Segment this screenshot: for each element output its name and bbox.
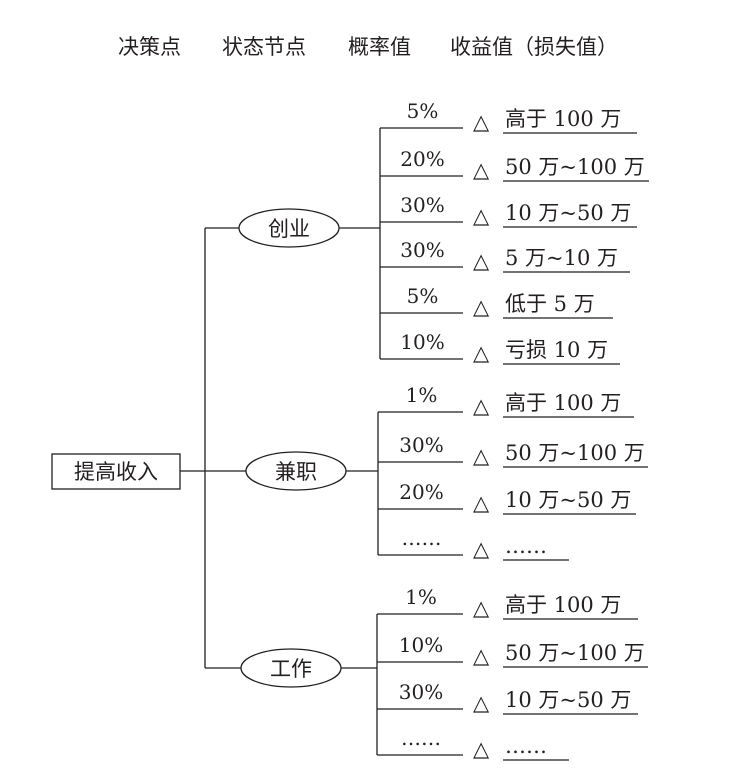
- outcome-triangle-icon: △: [473, 491, 490, 515]
- branch-2-outcomes: 1% △ 高于 100 万 30% △ 50 万~100 万 20% △ 10 万~50 万 ………: [377, 383, 648, 561]
- probability-label: 10%: [399, 633, 443, 657]
- legend-state-node: 状态节点: [222, 35, 306, 59]
- payoff-value: 高于 100 万: [505, 593, 621, 617]
- state-node-branch-3: 工作: [240, 648, 377, 688]
- probability-label: 20%: [399, 480, 443, 504]
- probability-label: 5%: [407, 284, 439, 308]
- state-node-branch-2: 兼职: [245, 451, 378, 491]
- payoff-value: 亏损 10 万: [505, 338, 608, 362]
- payoff-value: 5 万~10 万: [505, 246, 618, 270]
- probability-label: 1%: [406, 383, 438, 407]
- probability-label: ……: [401, 726, 441, 750]
- payoff-value: 10 万~50 万: [505, 688, 631, 712]
- probability-label: 30%: [400, 238, 444, 262]
- probability-label: 30%: [399, 680, 443, 704]
- state-node-label: 工作: [270, 657, 312, 681]
- probability-label: 20%: [400, 147, 444, 171]
- payoff-value: 高于 100 万: [505, 391, 621, 415]
- trunk-connectors: [180, 227, 246, 669]
- branch-3-outcomes: 1% △ 高于 100 万 10% △ 50 万~100 万 30% △ 10 万~50 万 ………: [376, 585, 648, 761]
- payoff-value: 高于 100 万: [505, 107, 621, 131]
- branch-1-outcomes: 5% △ 高于 100 万 20% △ 50 万~100 万 30% △ 10 万~50 万 30…: [379, 99, 649, 365]
- probability-label: 30%: [400, 193, 444, 217]
- probability-label: 30%: [399, 433, 443, 457]
- outcome-triangle-icon: △: [473, 249, 490, 273]
- outcome-triangle-icon: △: [473, 158, 490, 182]
- state-node-label: 创业: [268, 217, 310, 241]
- outcome-triangle-icon: △: [473, 394, 490, 418]
- outcome-triangle-icon: △: [473, 295, 490, 319]
- outcome-triangle-icon: △: [473, 596, 490, 620]
- payoff-value: ……: [505, 734, 547, 758]
- outcome-triangle-icon: △: [473, 691, 490, 715]
- probability-label: ……: [402, 526, 442, 550]
- payoff-value: 50 万~100 万: [505, 155, 645, 179]
- legend-payoff: 收益值（损失值）: [450, 35, 618, 59]
- decision-node: 提高收入: [51, 453, 181, 490]
- decision-label: 提高收入: [74, 460, 158, 484]
- payoff-value: 低于 5 万: [505, 292, 595, 316]
- payoff-value: ……: [505, 534, 547, 558]
- outcome-triangle-icon: △: [473, 737, 490, 761]
- probability-label: 1%: [405, 585, 437, 609]
- probability-label: 5%: [407, 99, 439, 123]
- outcome-triangle-icon: △: [473, 444, 490, 468]
- payoff-value: 10 万~50 万: [505, 201, 631, 225]
- probability-label: 10%: [400, 330, 444, 354]
- outcome-triangle-icon: △: [473, 341, 490, 365]
- outcome-triangle-icon: △: [473, 110, 490, 134]
- outcome-triangle-icon: △: [473, 644, 490, 668]
- payoff-value: 50 万~100 万: [505, 641, 645, 665]
- state-node-label: 兼职: [275, 460, 317, 484]
- outcome-triangle-icon: △: [473, 204, 490, 228]
- payoff-value: 50 万~100 万: [505, 441, 645, 465]
- state-node-branch-1: 创业: [238, 208, 380, 248]
- legend-decision-point: 决策点: [118, 35, 181, 59]
- legend: 决策点 状态节点 概率值 收益值（损失值）: [118, 35, 618, 59]
- legend-probability: 概率值: [348, 35, 411, 59]
- outcome-triangle-icon: △: [473, 537, 490, 561]
- payoff-value: 10 万~50 万: [505, 488, 631, 512]
